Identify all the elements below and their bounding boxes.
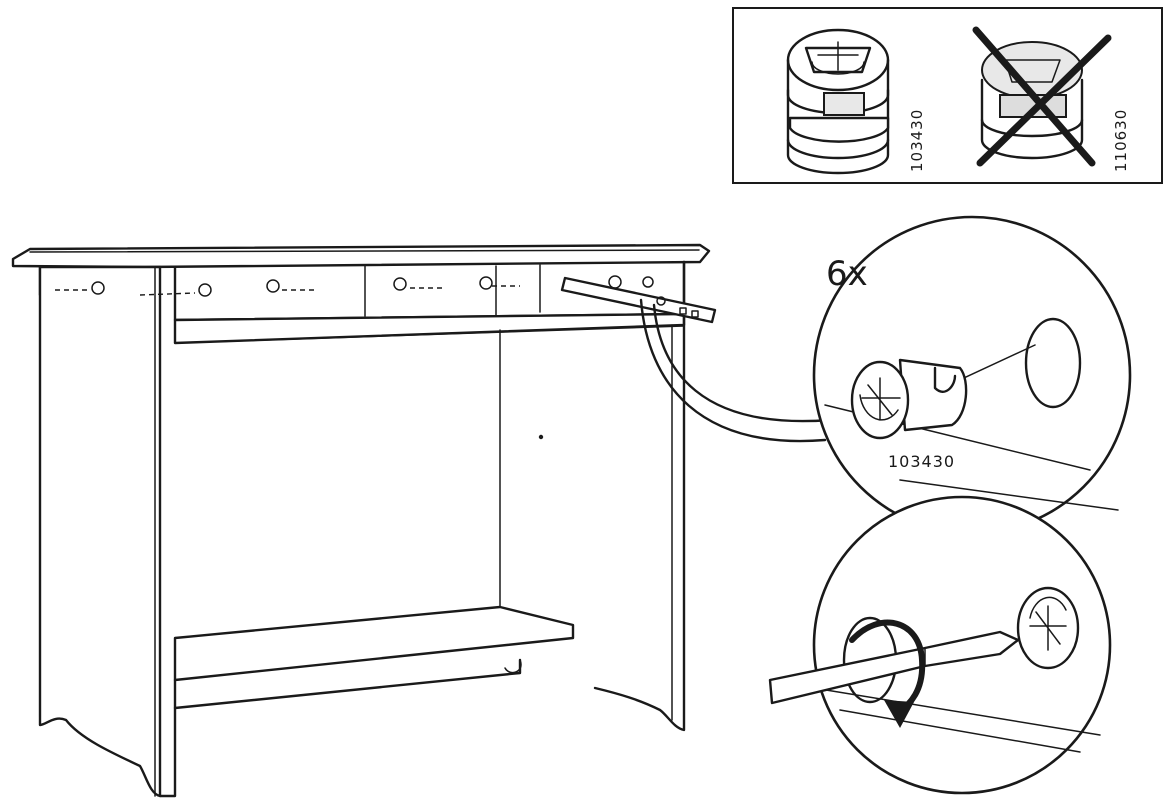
apron-cam-locks [55,276,520,297]
wrong-part-number: 110630 [1112,109,1130,172]
cam-lock-face-icon [1016,586,1080,670]
drawer-rail [560,275,717,324]
cam-lock-correct-icon [786,28,890,175]
cam-lock-icon [850,358,968,440]
quantity-label: 6x [826,254,868,294]
desk-illustration [11,243,832,798]
cross-out-icon [972,26,1112,167]
rotate-arrow-icon [849,619,926,728]
parts-box: 103430 110630 [732,7,1163,184]
correct-part-number: 103430 [908,109,926,172]
detail-circle-turn [768,495,1112,795]
insert-part-number: 103430 [888,452,955,471]
detail-circle-insert: 6x 103430 [812,215,1132,535]
